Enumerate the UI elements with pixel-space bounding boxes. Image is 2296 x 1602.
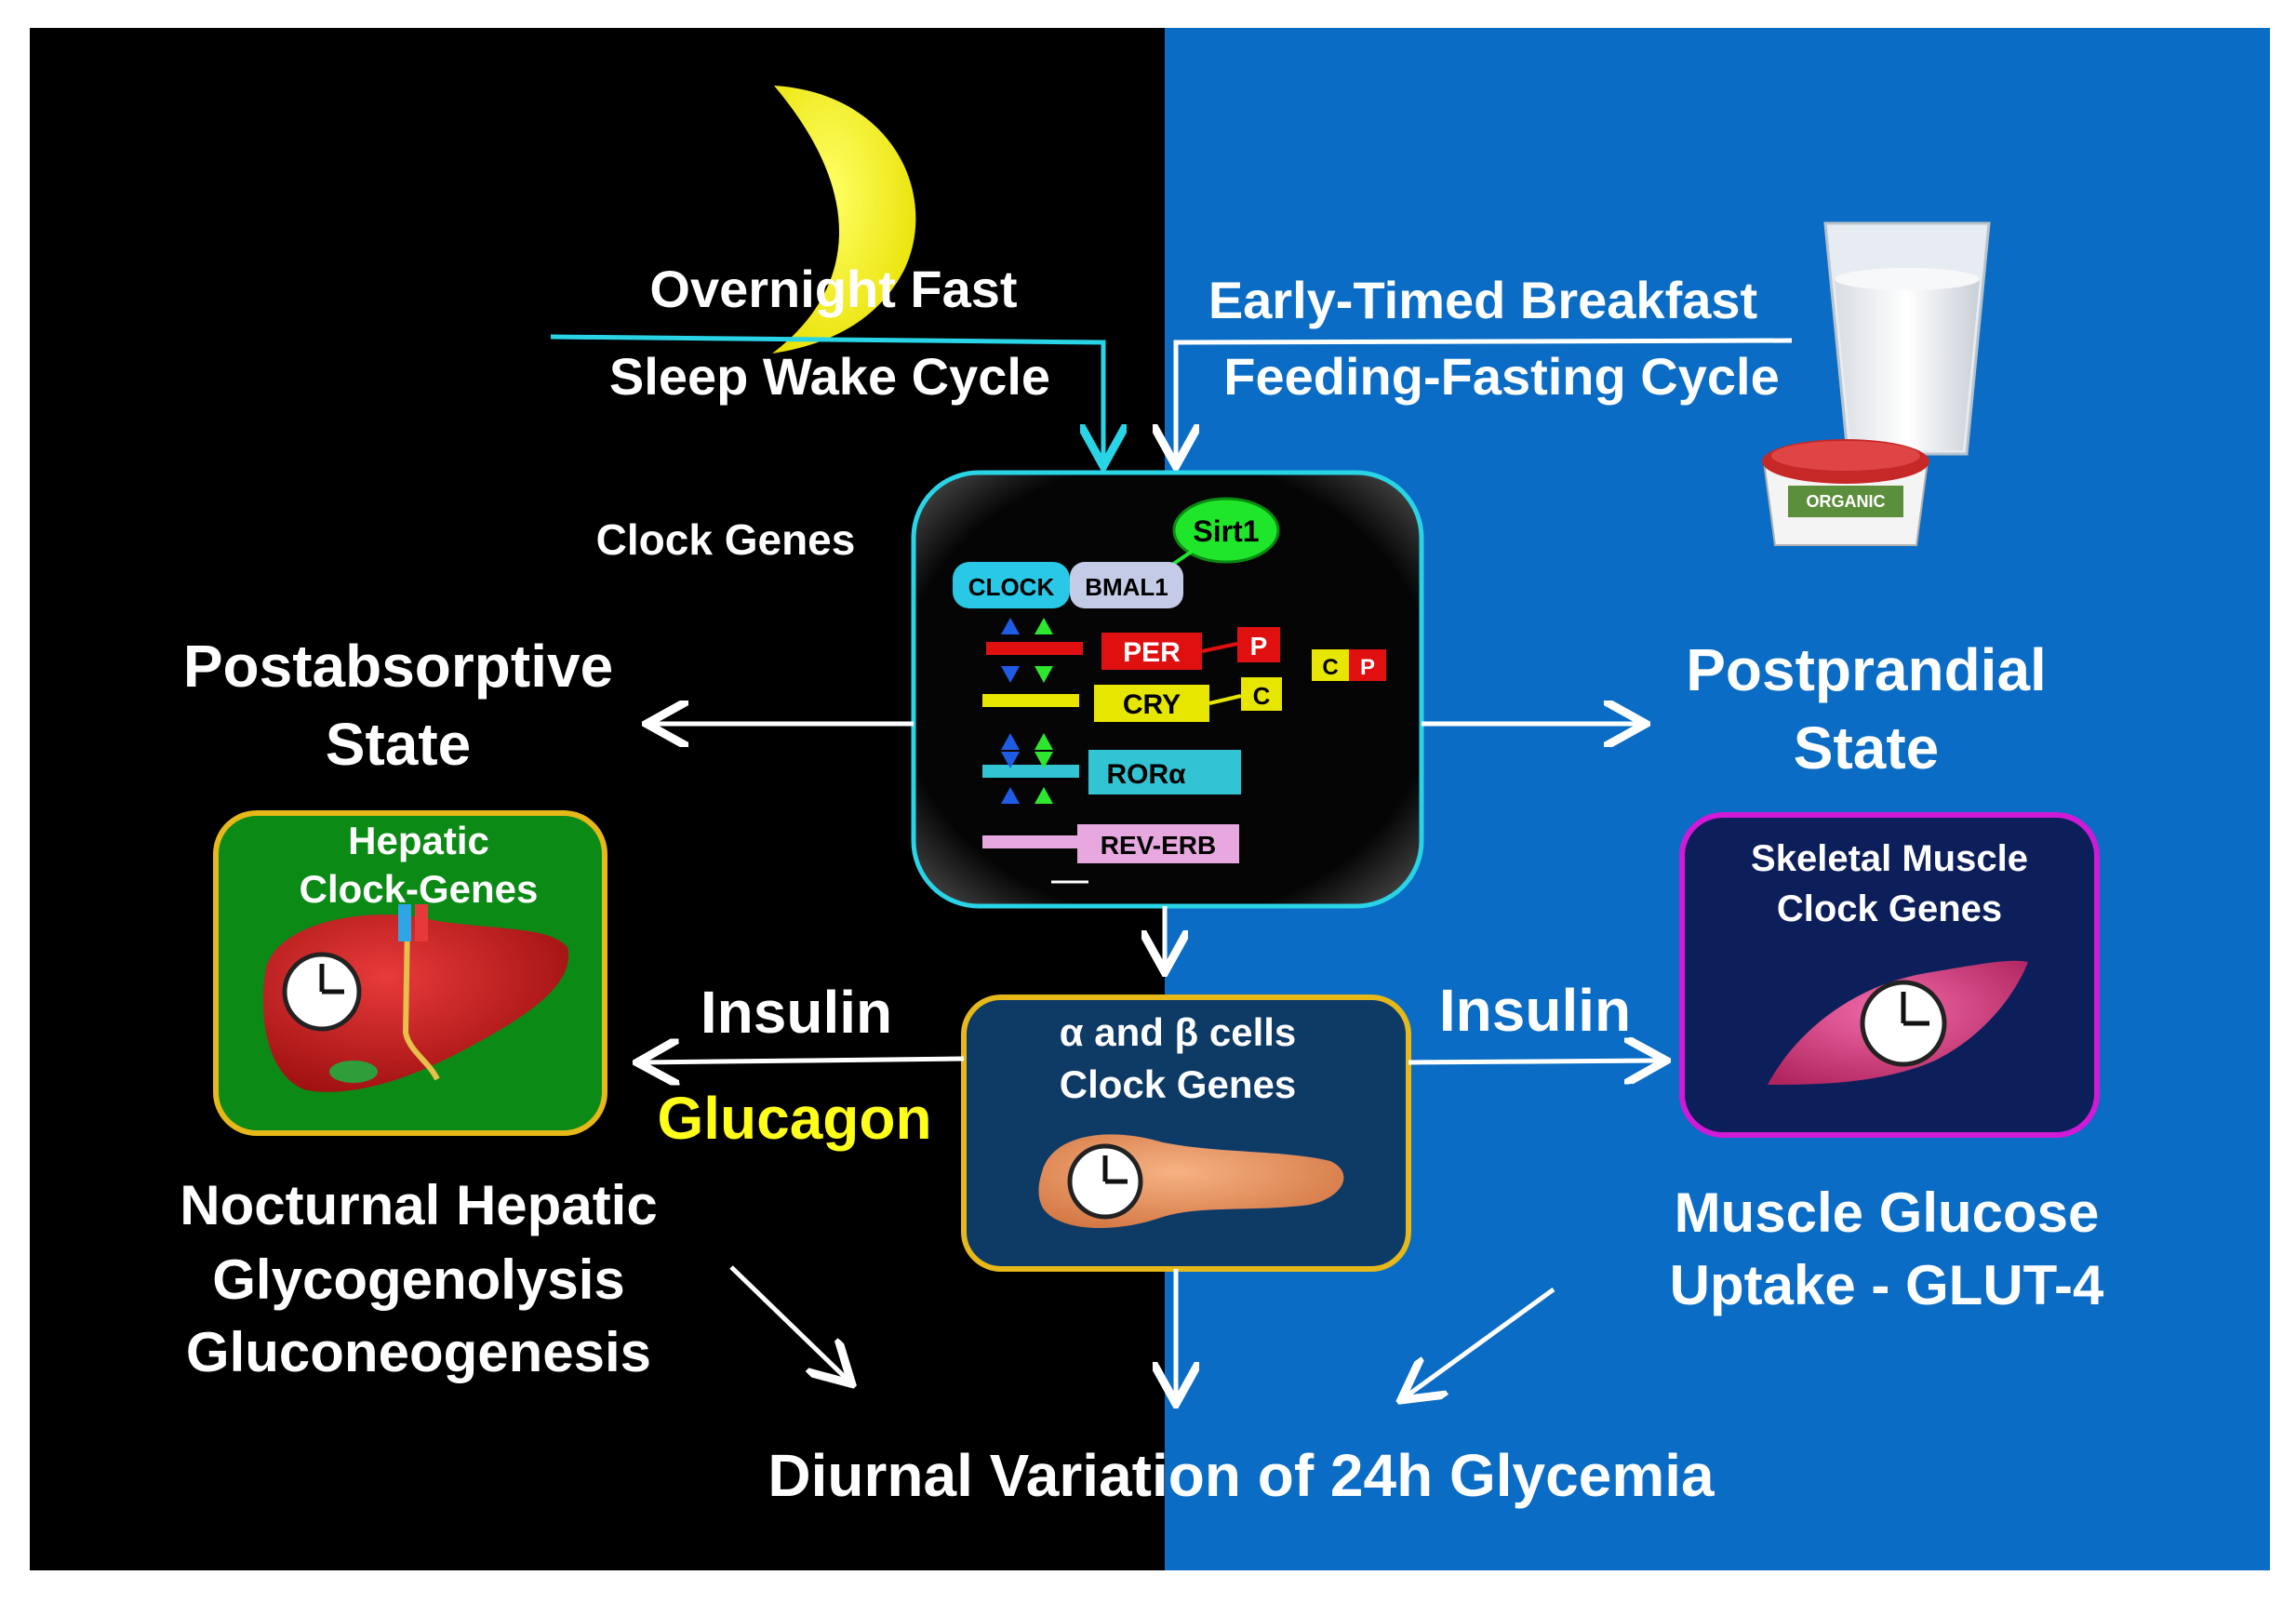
sleep-wake-label: Sleep Wake Cycle — [609, 347, 1050, 406]
liver-clock-icon — [282, 952, 362, 1032]
cry-c-label: C — [1253, 682, 1271, 710]
clock-genes-label: Clock Genes — [596, 515, 856, 564]
c-p-complex: C P — [1312, 649, 1386, 681]
muscle-glucose-label: Muscle Glucose — [1675, 1181, 2100, 1244]
feeding-fasting-arrow — [1176, 338, 1793, 461]
postprandial-label: Postprandial — [1686, 636, 2047, 703]
reverb-bar — [982, 835, 1079, 848]
activation-triangles — [1001, 618, 1053, 804]
hepatic-clock-genes-label: Clock-Genes — [300, 867, 539, 911]
per-p-link — [1201, 642, 1238, 653]
glycogenolysis-label: Glycogenolysis — [212, 1248, 625, 1311]
overnight-fast-label: Overnight Fast — [649, 260, 1017, 318]
muscle-clock-icon — [1860, 980, 1947, 1067]
cry-gene-label: CRY — [1123, 689, 1181, 720]
early-breakfast-label: Early-Timed Breakfast — [1208, 271, 1757, 329]
diurnal-variation-label: Diurnal Variation of 24h Glycemia — [768, 1442, 1715, 1509]
complex-c-label: C — [1322, 655, 1338, 680]
muscle-to-glycemia-arrow — [1405, 1287, 1555, 1397]
skeletal-muscle-label: Skeletal Muscle — [1751, 838, 2028, 879]
muscle-box — [1679, 812, 2100, 1138]
feeding-fasting-label: Feeding-Fasting Cycle — [1223, 347, 1779, 406]
sirt1-label: Sirt1 — [1193, 514, 1259, 548]
sirt1-node: Sirt1 — [1172, 497, 1280, 564]
per-gene-label: PER — [1123, 637, 1181, 668]
ror-node: RORα — [1088, 750, 1241, 794]
ror-gene-label: RORα — [1106, 759, 1186, 790]
clock-gene-label: CLOCK — [968, 573, 1055, 601]
reverb-gene-label: REV-ERB — [1101, 831, 1216, 860]
gluconeogenesis-label: Gluconeogenesis — [186, 1321, 651, 1383]
pancreas-clock-icon — [1067, 1143, 1143, 1220]
moon-icon — [772, 86, 916, 354]
per-node: PER — [1101, 633, 1202, 670]
bmal1-gene-label: BMAL1 — [1085, 573, 1168, 601]
clock-node: CLOCK — [953, 562, 1070, 608]
insulin-left-label: Insulin — [701, 979, 892, 1046]
postabsorptive-label: Postabsorptive — [183, 633, 613, 700]
cry-c-node: C — [1241, 677, 1282, 711]
nocturnal-hepatic-label: Nocturnal Hepatic — [180, 1174, 657, 1236]
reverb-node: REV-ERB — [1077, 824, 1239, 863]
milk-glass-icon — [1823, 221, 1991, 456]
complex-p-label: P — [1360, 655, 1375, 680]
pancreas-clock-genes-label: Clock Genes — [1060, 1062, 1296, 1106]
to-hepatic-arrow — [642, 1059, 965, 1062]
per-p-node: P — [1237, 627, 1280, 662]
sleep-wake-arrow — [550, 334, 1103, 461]
cry-node: CRY — [1094, 685, 1209, 722]
bmal1-node: BMAL1 — [1070, 562, 1183, 608]
per-p-label: P — [1250, 632, 1268, 661]
muscle-clock-genes-label: Clock Genes — [1777, 888, 2002, 929]
hepatic-label: Hepatic — [348, 819, 489, 862]
hepatic-to-glycemia-arrow — [729, 1265, 848, 1381]
postabsorptive-state-label: State — [326, 711, 472, 778]
cry-c-link — [1208, 694, 1242, 705]
cry-bar — [982, 694, 1079, 707]
alpha-beta-label: α and β cells — [1060, 1010, 1297, 1054]
yogurt-label: ORGANIC — [1807, 492, 1886, 511]
glut4-label: Uptake - GLUT-4 — [1670, 1254, 2104, 1316]
per-bar — [986, 642, 1083, 655]
postprandial-state-label: State — [1794, 714, 1940, 781]
to-muscle-arrow — [1408, 1061, 1662, 1062]
glucagon-label: Glucagon — [657, 1085, 931, 1152]
yogurt-tub-icon: ORGANIC — [1762, 439, 1929, 546]
insulin-right-label: Insulin — [1439, 977, 1631, 1044]
ror-bar — [982, 765, 1079, 778]
